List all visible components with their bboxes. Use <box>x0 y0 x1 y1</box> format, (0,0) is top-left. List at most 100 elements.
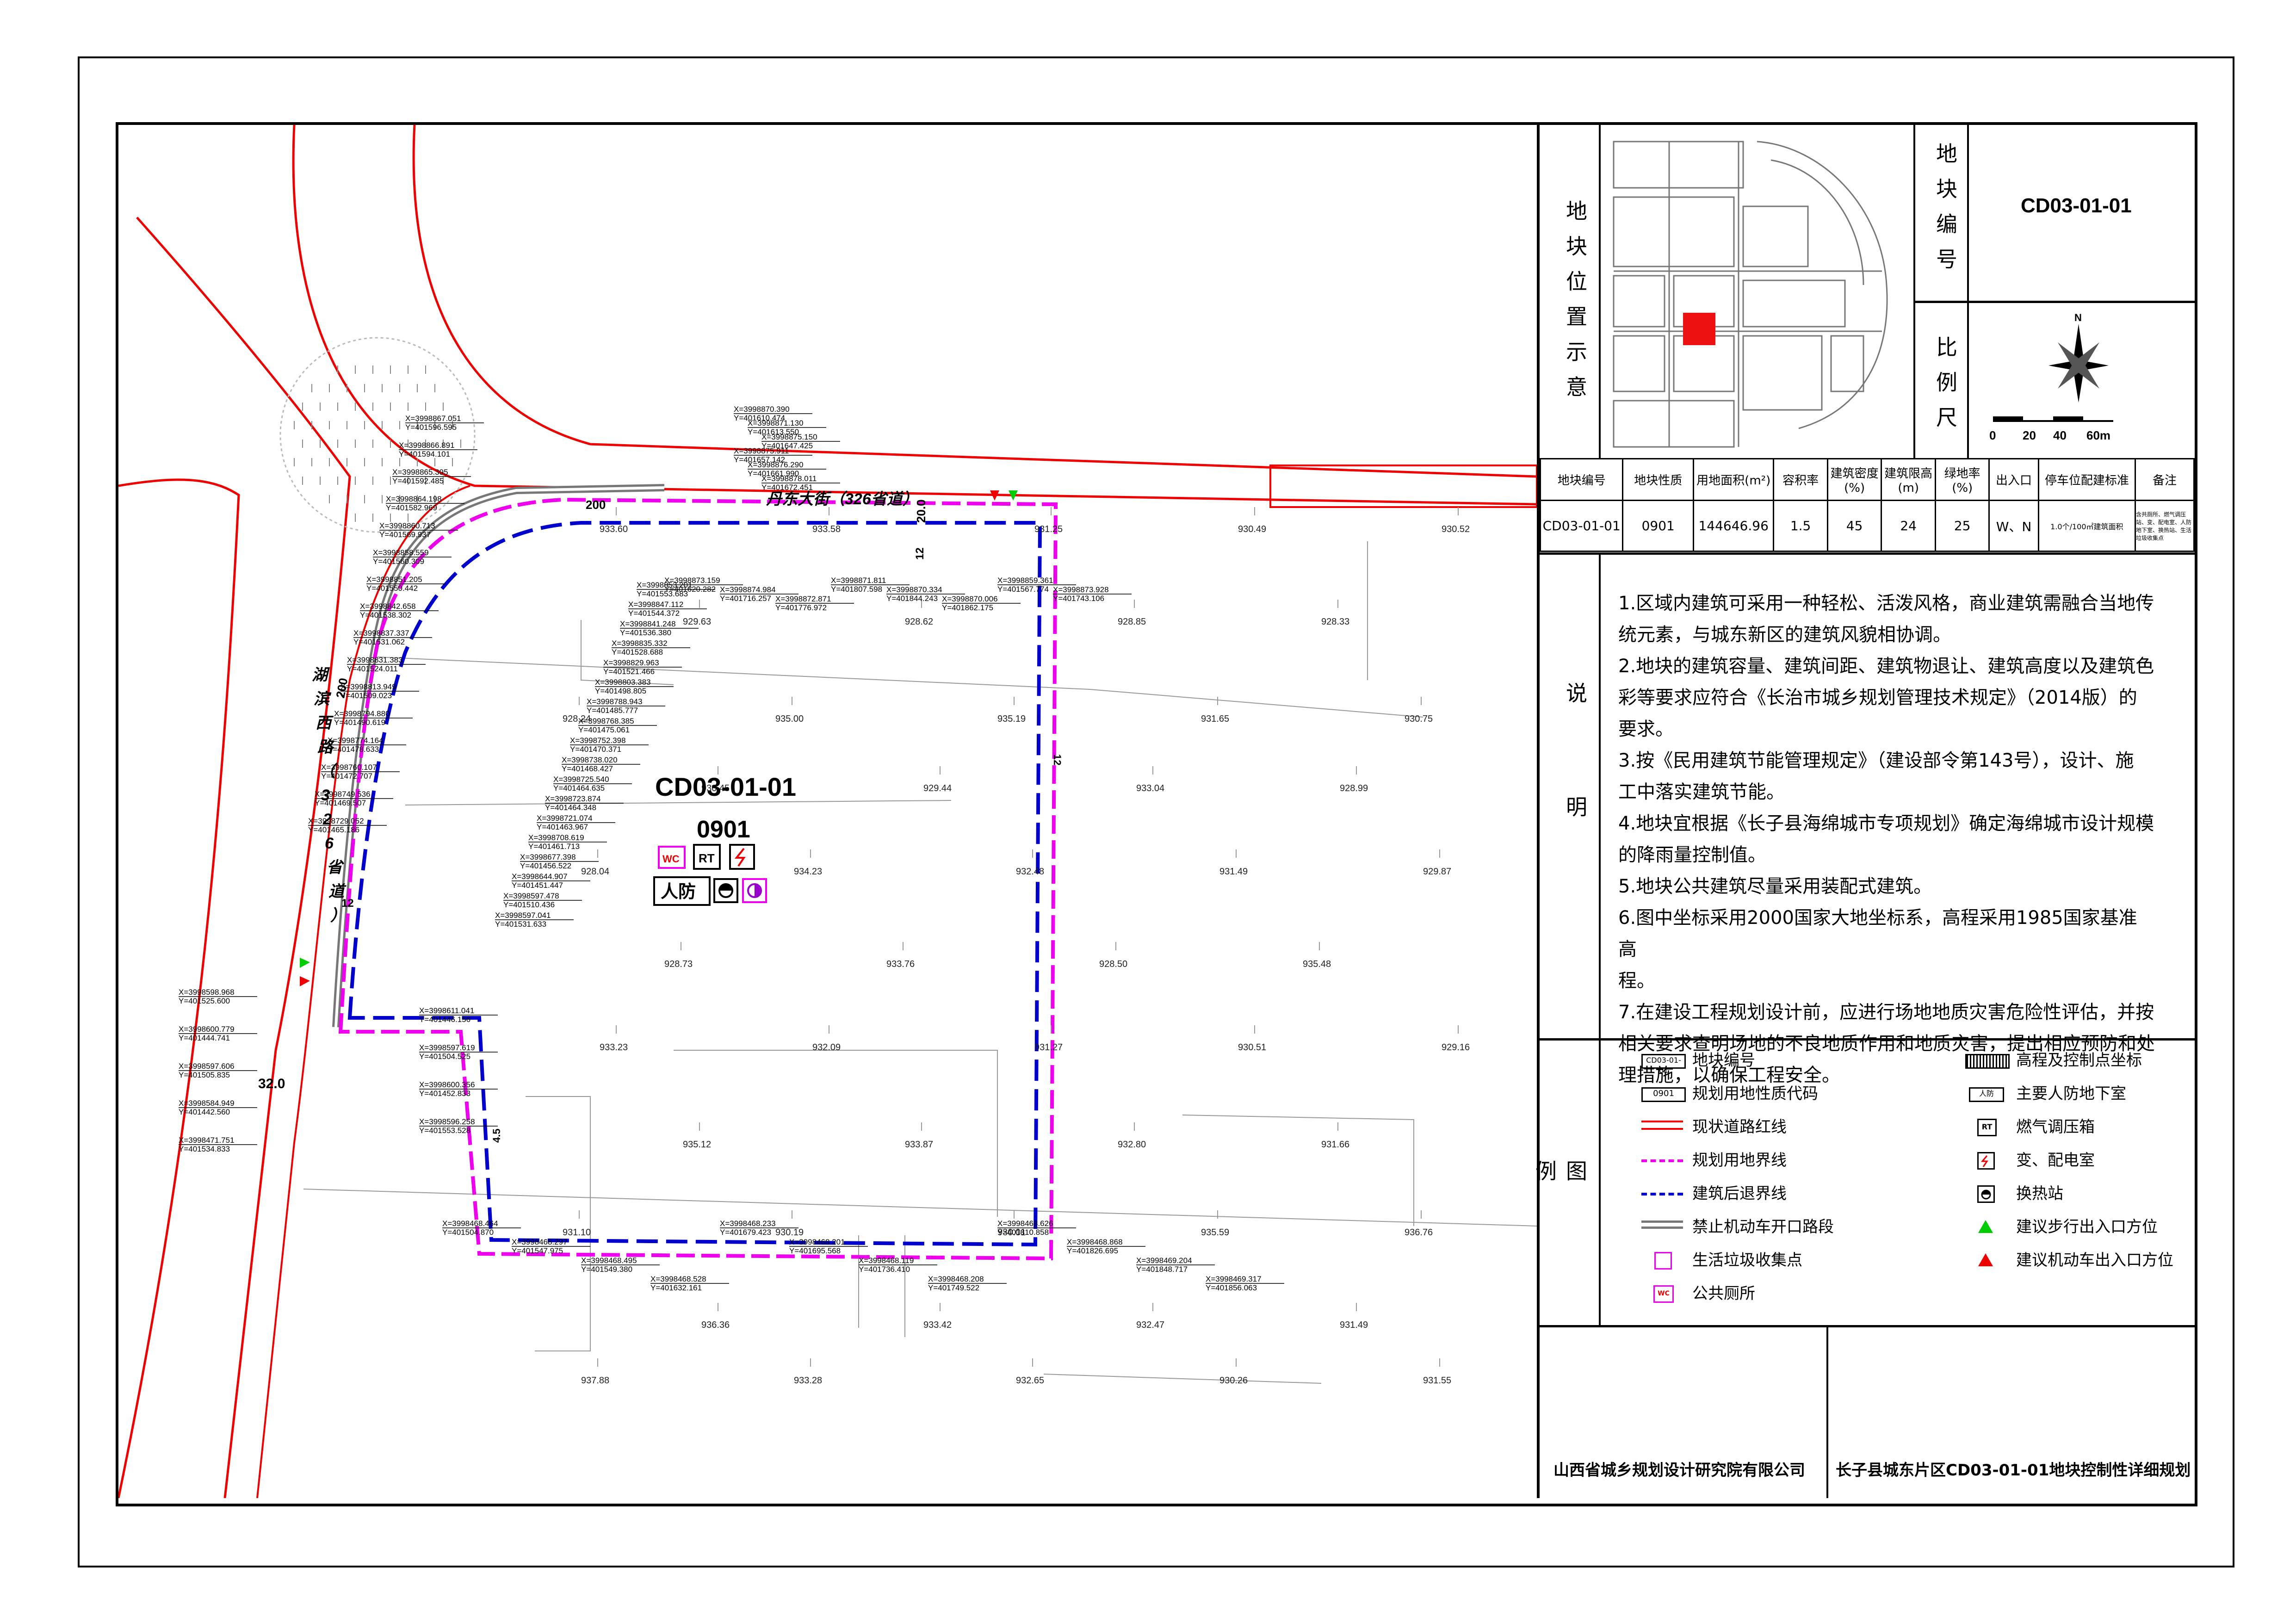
legend-label-text: 高程及控制点坐标 <box>2016 1051 2142 1070</box>
elevation-point: 931.25 <box>1034 507 1063 534</box>
coordinate-x: X=3998774.164 <box>328 736 384 745</box>
civil-defense-legend-icon: 人防 <box>1969 1087 2004 1102</box>
west-road-name-char: 湖 <box>312 666 330 684</box>
west-road-name-char: 路 <box>317 738 335 756</box>
coordinate-x: X=3998872.871 <box>775 595 831 603</box>
svg-text:人防: 人防 <box>661 882 696 902</box>
plot-no-value: CD03-01-01 <box>2021 194 2132 217</box>
elevation-value: 936.36 <box>701 1320 730 1330</box>
vehicle-entrance-arrow-west <box>300 976 310 986</box>
heat-station-legend-icon <box>1977 1185 1995 1203</box>
table-data-row: CD03-01-01 0901 144646.96 1.5 45 24 25 W… <box>1539 500 2195 552</box>
th-area: 用地面积(m²) <box>1693 458 1775 501</box>
civil-defense-basement-icon: 人防 <box>653 876 711 906</box>
footer-company: 山西省城乡规划设计研究院有限公司 <box>1553 1461 1805 1480</box>
coordinate-x: X=3998847.112 <box>628 600 683 609</box>
legend-label-text: 主要人防地下室 <box>2016 1084 2126 1103</box>
coordinate-y: Y=401469.507 <box>315 799 366 807</box>
note-line: 统元素，与城东新区的建筑风貌相协调。 <box>1618 624 1951 645</box>
toilet-icon: WC <box>658 846 686 869</box>
elevation-value: 930.19 <box>775 1227 804 1238</box>
coordinate-y: Y=401498.805 <box>595 687 646 695</box>
elevation-value: 930.49 <box>1238 524 1266 534</box>
coordinate-y: Y=401463.967 <box>537 823 588 831</box>
legend-label-text: 建筑后退界线 <box>1692 1184 1787 1203</box>
note-line: 5.地块公共建筑尽量采用装配式建筑。 <box>1618 876 1932 897</box>
note-line: 相关要求查明场地的不良地质作用和地质灾害，提出相应预防和处 <box>1618 1033 2155 1054</box>
coordinate-x: X=3998597.478 <box>503 892 559 900</box>
legend-label-text: 生活垃圾收集点 <box>1692 1251 1802 1270</box>
coordinate-x: X=3998837.337 <box>353 629 409 638</box>
elevation-value: 933.87 <box>905 1140 933 1150</box>
west-road-name-char: 道 <box>328 883 347 900</box>
coordinate-x: X=3998468.626 <box>997 1219 1053 1228</box>
note-line: 3.按《民用建筑节能管理规定》（建设部令第143号），设计、施 <box>1618 750 2134 771</box>
note-line: 要求。 <box>1618 719 1674 740</box>
coordinate-x: X=3998597.041 <box>495 911 551 920</box>
elevation-point: 932.80 <box>1118 1122 1146 1150</box>
coordinate-x: X=3998859.361 <box>997 576 1053 585</box>
svg-text:60m: 60m <box>2086 428 2110 442</box>
elevation-value: 932.47 <box>1136 1320 1164 1330</box>
elevation-point: 937.88 <box>581 1358 609 1386</box>
coordinate-x: X=3998468.464 <box>442 1219 498 1228</box>
elevation-value: 930.45 <box>701 783 730 793</box>
elevation-point: 936.76 <box>1405 1210 1433 1238</box>
coordinate-y: Y=401490.619 <box>334 718 385 727</box>
coordinate-y: Y=401657.142 <box>734 455 785 464</box>
coordinate-x: X=3998874.984 <box>720 585 776 594</box>
dimension-label: 200 <box>586 498 606 512</box>
elevation-point: 928.99 <box>1340 766 1368 793</box>
coordinate-x: X=3998788.943 <box>587 697 643 706</box>
td-land-use: 0901 <box>1622 500 1695 552</box>
coordinate-y: Y=401736.410 <box>859 1265 910 1274</box>
coordinate-x: X=3998725.540 <box>553 775 609 784</box>
th-height: 建筑限高(m) <box>1881 458 1936 501</box>
road-red-line <box>136 217 351 1498</box>
info-panel: 地块位置示意 <box>1532 125 2195 1498</box>
coordinate-y: Y=401464.348 <box>545 803 596 812</box>
coordinate-x: X=3998600.356 <box>419 1080 475 1089</box>
elevation-point: 930.01 <box>997 1210 1026 1238</box>
elevation-value: 928.99 <box>1340 783 1368 793</box>
coordinate-y: Y=401451.447 <box>512 881 563 890</box>
dimension-label: 200 <box>333 677 350 699</box>
coordinate-x: X=3998865.395 <box>392 468 448 477</box>
coordinate-y: Y=401553.528 <box>419 1126 470 1135</box>
td-plot-no: CD03-01-01 <box>1539 500 1624 552</box>
coordinate-x: X=3998469.317 <box>1206 1275 1262 1283</box>
elevation-point: 928.62 <box>905 600 933 627</box>
coordinate-x: X=3998878.011 <box>761 474 817 483</box>
th-parking: 停车位配建标准 <box>2037 458 2136 501</box>
elevation-point: 935.12 <box>683 1122 711 1150</box>
note-line: 的降雨量控制值。 <box>1618 844 1766 866</box>
note-line: 6.图中坐标采用2000国家大地坐标系，高程采用1985国家基准高 <box>1618 907 2137 960</box>
coordinate-y: Y=401613.550 <box>748 427 799 436</box>
elevation-point: 934.23 <box>794 849 822 877</box>
elevation-point: 932.65 <box>1016 1358 1044 1386</box>
elevation-value: 933.58 <box>812 524 841 534</box>
elevation-value: 928.50 <box>1099 959 1127 969</box>
coordinate-x: X=3998768.385 <box>578 717 634 725</box>
td-remarks: 含共厕所、燃气调压站、变、配电室、人防地下室、换热站、生活垃圾收集点 <box>2135 500 2195 552</box>
th-density: 建筑密度(%) <box>1826 458 1882 501</box>
elevation-value: 931.66 <box>1321 1140 1349 1150</box>
coordinate-y: Y=401505.835 <box>179 1071 230 1079</box>
elevation-value: 929.87 <box>1423 867 1451 877</box>
coordinate-x: X=3998835.332 <box>612 639 668 648</box>
map-plot-code: CD03-01-01 <box>655 772 796 801</box>
